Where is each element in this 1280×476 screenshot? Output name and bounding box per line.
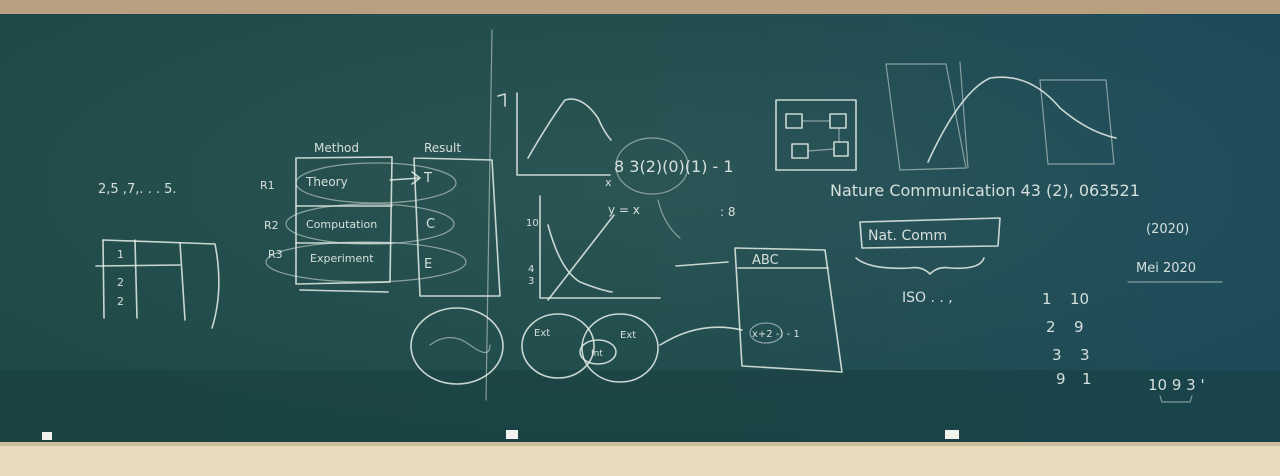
row-method: Experiment bbox=[310, 252, 374, 265]
number-sequence: 8 3(2)(0)(1) - 1 bbox=[614, 157, 734, 176]
venn-arrow bbox=[659, 326, 743, 346]
col-result: Result bbox=[424, 141, 461, 155]
grid-number: 2 bbox=[117, 276, 124, 289]
abc-title: ABC bbox=[752, 253, 779, 268]
loop-ellipse bbox=[285, 203, 455, 245]
grid-number: 2 bbox=[117, 295, 124, 308]
mini-flowchart bbox=[775, 99, 857, 171]
row-result: C bbox=[426, 217, 435, 232]
pair-left: 1 bbox=[1042, 290, 1052, 308]
citation-text: Nature Communication 43 (2), 063521 bbox=[830, 181, 1140, 200]
grid-line bbox=[102, 239, 105, 319]
flow-frame bbox=[775, 99, 857, 171]
row-id: R1 bbox=[260, 179, 275, 192]
abc-expr: x+2 -) - 1 bbox=[752, 329, 800, 340]
eq-label: y = x bbox=[608, 203, 640, 217]
axis-label-x: x bbox=[605, 176, 612, 189]
col-method: Method bbox=[314, 141, 359, 155]
grid-line bbox=[134, 239, 138, 319]
shade-box bbox=[885, 63, 967, 171]
board-smudge bbox=[0, 14, 1280, 442]
venn-center bbox=[579, 339, 617, 365]
venn-left-label: Ext bbox=[534, 328, 550, 339]
arrow-curve bbox=[657, 199, 681, 239]
abc-ellipse bbox=[749, 322, 783, 344]
venn-left bbox=[521, 313, 595, 379]
sequence-text: 2,5 ,7,. . . 5. bbox=[98, 182, 177, 197]
row-method: Computation bbox=[306, 218, 377, 231]
nat-comm-box bbox=[859, 217, 1001, 249]
row-result: T bbox=[423, 171, 432, 186]
decay-curve bbox=[547, 224, 613, 293]
plot-axes bbox=[539, 195, 661, 299]
pair-right: 1 bbox=[1082, 370, 1092, 388]
brace bbox=[855, 257, 985, 275]
decay-plot: y = x 10 4 3 : 8 bbox=[526, 195, 736, 301]
venn-center-label: Int bbox=[591, 349, 603, 359]
year-text: (2020) bbox=[1146, 222, 1189, 237]
colon-eight: : 8 bbox=[720, 205, 736, 219]
nat-comm-text: Nat. Comm bbox=[868, 228, 947, 244]
grid-outline bbox=[102, 239, 220, 329]
row-method: Theory bbox=[305, 175, 348, 189]
tick-label: 10 bbox=[526, 218, 539, 229]
bottom-digits: 10 9 3 ' bbox=[1148, 376, 1205, 394]
grid-line bbox=[95, 264, 181, 267]
chalk-tray bbox=[0, 442, 1280, 476]
underline bbox=[299, 289, 389, 293]
tick-label: 3 bbox=[528, 276, 534, 287]
venn-right-label: Ext bbox=[620, 330, 636, 341]
plot-axes bbox=[516, 92, 611, 176]
shade-box bbox=[1039, 79, 1115, 165]
board-lower-shadow bbox=[0, 370, 1280, 442]
axis-mark bbox=[497, 93, 506, 107]
wave bbox=[429, 336, 491, 354]
row-id: R2 bbox=[264, 219, 279, 232]
grid-line bbox=[179, 242, 186, 321]
chalk-piece bbox=[42, 432, 52, 440]
method-table: Method Result R1 R2 R3 Theory Computatio… bbox=[260, 141, 501, 297]
abc-outline bbox=[734, 247, 843, 373]
skew-curve bbox=[927, 76, 1117, 163]
date-text: Mei 2020 bbox=[1136, 261, 1196, 276]
chalk-tray-edge bbox=[0, 442, 1280, 446]
bell-plot: x 8 3(2)(0)(1) - 1 bbox=[497, 92, 734, 195]
divider-line bbox=[485, 29, 493, 401]
pair-left: 2 bbox=[1046, 318, 1056, 336]
abc-arrow bbox=[675, 261, 729, 267]
number-pairs: 1 10 2 9 3 3 9 1 bbox=[1042, 290, 1092, 388]
pair-right: 3 bbox=[1080, 346, 1090, 364]
loop-ellipse bbox=[295, 162, 457, 204]
bell-curve bbox=[527, 98, 612, 159]
pair-left: 9 bbox=[1056, 370, 1066, 388]
digits-bracket bbox=[1159, 395, 1193, 403]
row-id: R3 bbox=[268, 248, 283, 261]
pair-left: 3 bbox=[1052, 346, 1062, 364]
venn-right bbox=[581, 313, 659, 383]
flow-edges bbox=[801, 120, 840, 152]
line-y-eq-x bbox=[547, 214, 615, 301]
chalk-piece bbox=[506, 430, 518, 439]
result-box bbox=[413, 157, 501, 297]
venn-diagram: Ext Ext Int bbox=[521, 313, 743, 383]
row-result: E bbox=[424, 257, 432, 272]
circle-sketch bbox=[410, 307, 504, 385]
distribution-sketch bbox=[885, 61, 1117, 171]
abc-box: ABC x+2 -) - 1 bbox=[675, 247, 843, 373]
pair-right: 9 bbox=[1074, 318, 1084, 336]
arrow bbox=[389, 171, 421, 185]
frame-top bbox=[0, 0, 1280, 14]
pair-right: 10 bbox=[1070, 290, 1089, 308]
tick-label: 4 bbox=[528, 264, 534, 275]
grid-number: 1 bbox=[117, 248, 124, 261]
iso-text: ISO . . , bbox=[902, 290, 953, 306]
vertical-line bbox=[959, 61, 969, 169]
small-grid: 1 2 2 bbox=[95, 239, 220, 329]
loop-ellipse bbox=[265, 241, 467, 283]
chalk-piece bbox=[945, 430, 959, 439]
highlight-ellipse bbox=[615, 137, 689, 195]
